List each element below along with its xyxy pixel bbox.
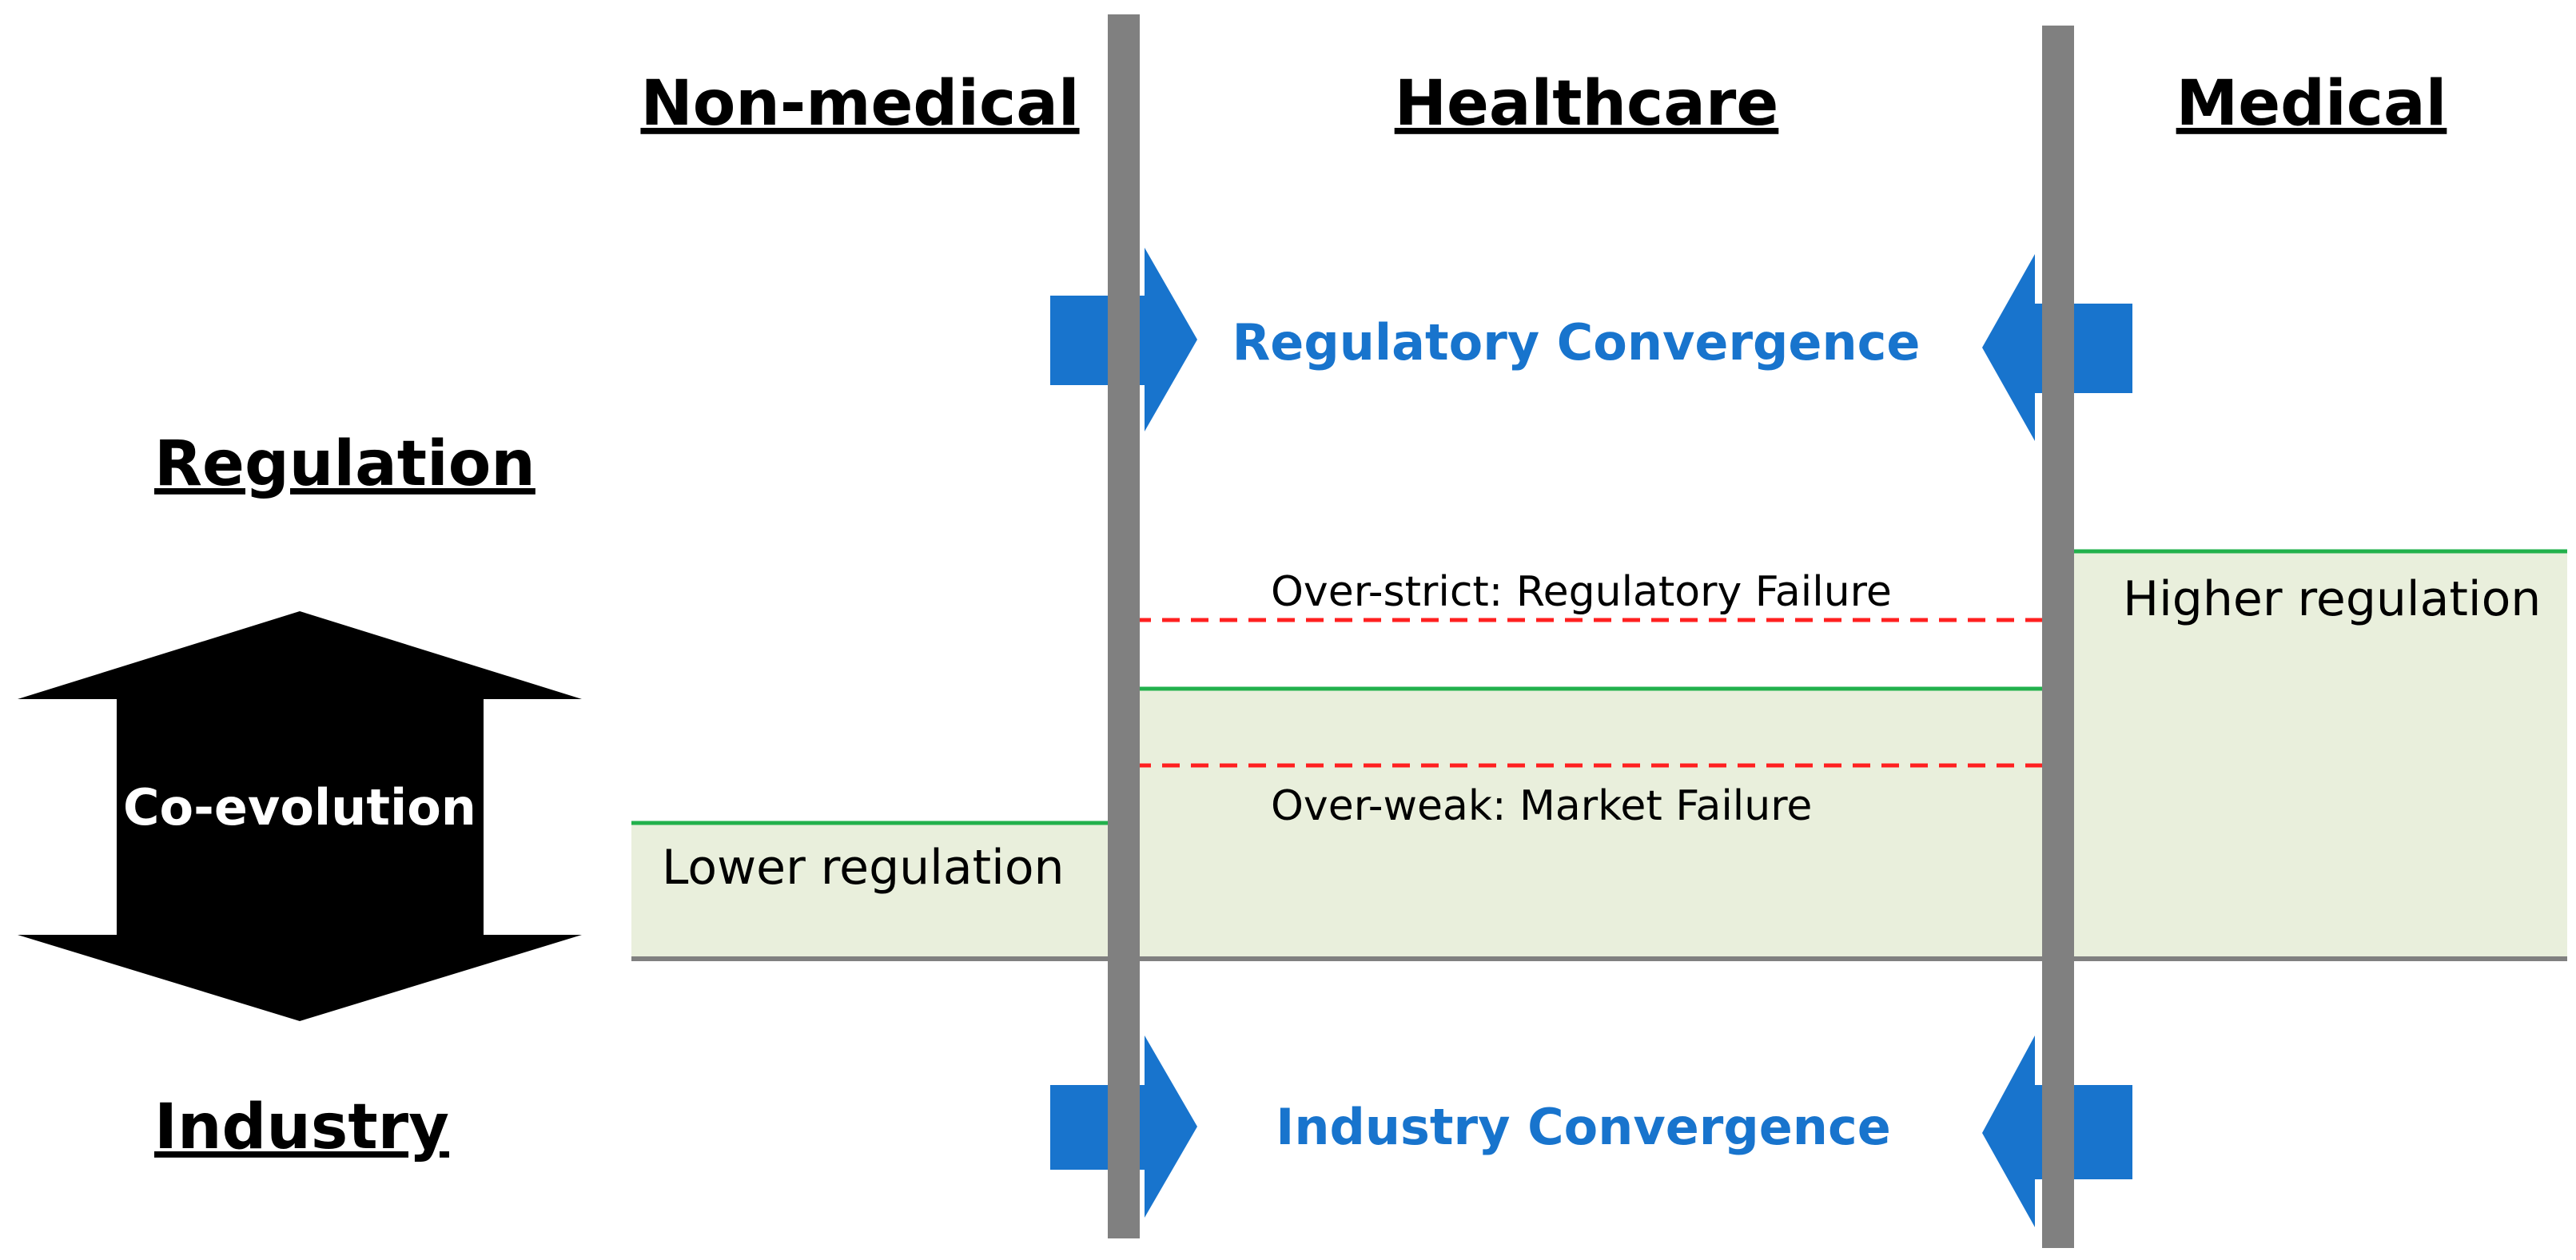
row-header-industry: Industry (154, 1091, 449, 1163)
over-weak-label: Over-weak: Market Failure (1271, 782, 1812, 830)
over-strict-label: Over-strict: Regulatory Failure (1271, 568, 1892, 616)
row-header-regulation: Regulation (154, 428, 536, 500)
higher-regulation-label: Higher regulation (2123, 571, 2541, 627)
higher-regulation-zone (2072, 551, 2567, 957)
column-header-medical: Medical (2176, 68, 2447, 140)
column-header-healthcare: Healthcare (1395, 68, 1779, 140)
industry-convergence-label: Industry Convergence (1276, 1098, 1891, 1156)
healthcare-medical-divider (2042, 26, 2074, 1248)
non-medical-healthcare-divider (1108, 14, 1140, 1238)
column-header-non-medical: Non-medical (640, 68, 1079, 140)
lower-regulation-label: Lower regulation (662, 840, 1065, 896)
co-evolution-double-arrow-icon (18, 611, 582, 1021)
lower-regulation-zone (631, 823, 1111, 957)
regulatory-convergence-label: Regulatory Convergence (1232, 313, 1921, 372)
healthcare-regulation-zone (1133, 689, 2056, 957)
co-evolution-label: Co-evolution (123, 778, 476, 837)
